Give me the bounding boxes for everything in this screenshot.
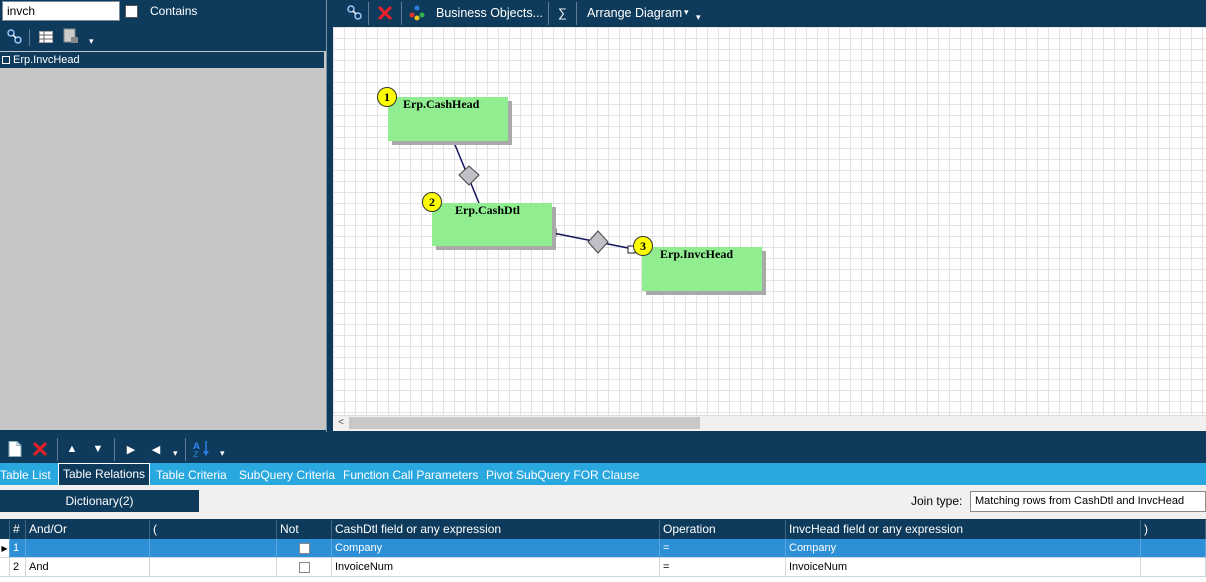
indent-left-icon[interactable]: ◀ — [151, 443, 161, 456]
diagram-toolbar: Business Objects... ∑ Arrange Diagram ▾ … — [333, 0, 1206, 27]
row-indicator — [0, 558, 10, 577]
not-cell[interactable] — [277, 558, 332, 577]
svg-text:A: A — [193, 442, 200, 452]
open-paren-cell[interactable] — [150, 539, 277, 558]
tab-pivot-subquery[interactable]: Pivot SubQuery FOR Clause — [486, 468, 640, 482]
indent-right-icon[interactable]: ▶ — [126, 443, 136, 456]
tab-table-criteria[interactable]: Table Criteria — [156, 468, 227, 482]
toolbar-separator — [29, 29, 30, 46]
column-header[interactable]: Not — [277, 520, 332, 539]
arrange-diagram-button[interactable]: Arrange Diagram — [587, 6, 683, 20]
tab-table-relations[interactable]: Table Relations — [58, 463, 151, 485]
tab-subquery-criteria[interactable]: SubQuery Criteria — [239, 468, 336, 482]
join-diamond-2-3 — [587, 230, 609, 254]
table-name: Erp.CashDtl — [455, 203, 521, 217]
toolbar-separator — [57, 438, 58, 461]
column-header[interactable]: # — [10, 520, 26, 539]
relation-lines — [452, 139, 636, 254]
tab-table-list[interactable]: Table List — [0, 468, 51, 482]
move-up-icon[interactable]: ▲ — [66, 443, 78, 455]
dropdown-arrow-icon[interactable]: ▾ — [173, 448, 178, 458]
close-paren-cell[interactable] — [1141, 558, 1206, 577]
tree-item[interactable]: Erp.InvcHead — [0, 52, 324, 68]
grid-row-header-corner — [0, 520, 10, 539]
scroll-left-icon[interactable]: < — [338, 417, 344, 428]
column-header[interactable]: InvcHead field or any expression — [786, 520, 1141, 539]
tab-function-call-parameters[interactable]: Function Call Parameters — [343, 468, 479, 482]
toolbar-separator — [548, 2, 549, 25]
table-order-badge: 3 — [633, 236, 653, 256]
left-field-cell[interactable]: Company — [332, 539, 660, 558]
andor-cell[interactable]: And — [26, 558, 150, 577]
table-name: Erp.CashHead — [403, 97, 480, 111]
row-number: 1 — [10, 539, 26, 558]
join-type-label: Join type: — [911, 494, 963, 508]
dropdown-arrow-icon[interactable]: ▾ — [696, 12, 701, 22]
close-paren-cell[interactable] — [1141, 539, 1206, 558]
contains-label: Contains — [150, 4, 198, 18]
contains-checkbox[interactable] — [125, 5, 138, 18]
delete-icon[interactable] — [376, 4, 394, 22]
row-number: 2 — [10, 558, 26, 577]
business-objects-button[interactable]: Business Objects... — [436, 6, 543, 20]
toolbar-separator — [368, 2, 369, 25]
join-diamond-1-2 — [458, 165, 480, 186]
table-icon[interactable] — [37, 28, 55, 46]
operation-cell[interactable]: = — [660, 558, 786, 577]
column-header[interactable]: ) — [1141, 520, 1206, 539]
splitter[interactable] — [326, 0, 332, 432]
dropdown-arrow-icon[interactable]: ▾ — [89, 36, 94, 46]
andor-cell[interactable] — [26, 539, 150, 558]
chevron-down-icon[interactable]: ▾ — [684, 7, 689, 17]
right-field-cell[interactable]: Company — [786, 539, 1141, 558]
not-checkbox[interactable] — [299, 562, 310, 573]
diagram-canvas[interactable]: Erp.CashHead 1 Erp.CashDtl 2 Erp.InvcHea… — [333, 27, 1206, 415]
table-icon — [2, 56, 10, 64]
right-field-cell[interactable]: InvoiceNum — [786, 558, 1141, 577]
row-indicator-icon: ▶ — [0, 539, 10, 558]
operation-cell[interactable]: = — [660, 539, 786, 558]
sigma-button[interactable]: ∑ — [558, 6, 567, 20]
not-checkbox[interactable] — [299, 543, 310, 554]
delete-icon[interactable] — [31, 440, 49, 458]
move-down-icon[interactable]: ▼ — [92, 443, 104, 455]
join-type-select[interactable]: Matching rows from CashDtl and InvcHead — [970, 491, 1206, 512]
link-icon[interactable] — [6, 28, 24, 46]
database-table-icon[interactable] — [62, 27, 80, 45]
table-order-badge: 1 — [377, 87, 397, 107]
link-icon[interactable] — [346, 4, 364, 22]
search-input[interactable] — [2, 1, 120, 21]
dropdown-arrow-icon[interactable]: ▾ — [220, 448, 225, 458]
dictionary-button[interactable]: Dictionary(2) — [0, 490, 199, 512]
business-objects-icon — [408, 4, 426, 22]
toolbar-separator — [114, 438, 115, 461]
toolbar-separator — [401, 2, 402, 25]
table-tree — [0, 51, 326, 430]
table-order-badge: 2 — [422, 192, 442, 212]
left-field-cell[interactable]: InvoiceNum — [332, 558, 660, 577]
table-name: Erp.InvcHead — [660, 247, 734, 261]
column-header[interactable]: ( — [150, 520, 277, 539]
scrollbar-thumb[interactable] — [349, 417, 700, 429]
new-icon[interactable] — [6, 440, 24, 458]
svg-text:Z: Z — [193, 450, 199, 457]
toolbar-separator — [576, 2, 577, 25]
table-box-cashhead[interactable]: Erp.CashHead — [388, 97, 508, 141]
column-header[interactable]: Operation — [660, 520, 786, 539]
tab-strip: Table List Table Relations Table Criteri… — [0, 463, 1206, 485]
column-header[interactable]: And/Or — [26, 520, 150, 539]
toolbar-separator — [185, 438, 186, 461]
open-paren-cell[interactable] — [150, 558, 277, 577]
table-box-invchead[interactable]: Erp.InvcHead — [642, 247, 762, 291]
column-header[interactable]: CashDtl field or any expression — [332, 520, 660, 539]
table-box-cashdtl[interactable]: Erp.CashDtl — [432, 203, 552, 246]
